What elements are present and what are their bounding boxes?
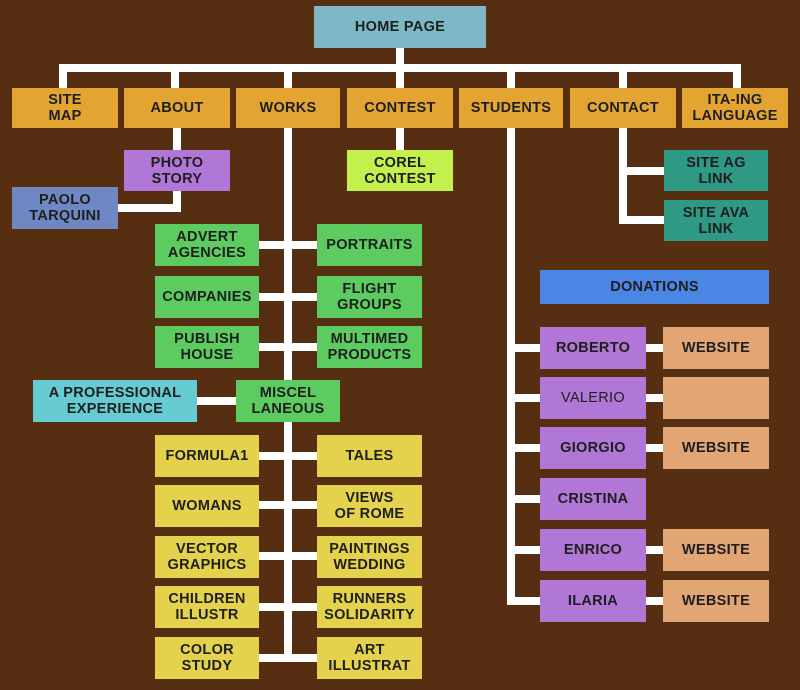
formula1-box[interactable]: FORMULA1 [155,435,259,477]
roberto-website-box[interactable]: WEBSITE [663,327,769,369]
student-cristina-box[interactable]: CRISTINA [540,478,646,520]
ilaria-website-box[interactable]: WEBSITE [663,580,769,622]
children-illustr-box[interactable]: CHILDREN ILLUSTR [155,586,259,628]
tales-box[interactable]: TALES [317,435,422,477]
enrico-website-box[interactable]: WEBSITE [663,529,769,571]
site-ag-link-box[interactable]: SITE AG LINK [664,150,768,191]
multimed-products-box[interactable]: MULTIMED PRODUCTS [317,326,422,368]
miscellaneous-box[interactable]: MISCEL LANEOUS [236,380,340,422]
contest-box[interactable]: CONTEST [347,88,453,128]
womans-box[interactable]: WOMANS [155,485,259,527]
site-map-box[interactable]: SITE MAP [12,88,118,128]
corel-contest-box[interactable]: COREL CONTEST [347,150,453,191]
art-illustrat-box[interactable]: ART ILLUSTRAT [317,637,422,679]
views-of-rome-box[interactable]: VIEWS OF ROME [317,485,422,527]
about-box[interactable]: ABOUT [124,88,230,128]
publish-house-box[interactable]: PUBLISH HOUSE [155,326,259,368]
student-valerio-box[interactable]: VALERIO [540,377,646,419]
works-box[interactable]: WORKS [236,88,340,128]
student-roberto-box[interactable]: ROBERTO [540,327,646,369]
student-enrico-box[interactable]: ENRICO [540,529,646,571]
professional-experience-box[interactable]: A PROFESSIONAL EXPERIENCE [33,380,197,422]
advert-agencies-box[interactable]: ADVERT AGENCIES [155,224,259,266]
photo-story-box[interactable]: PHOTO STORY [124,150,230,191]
student-ilaria-box[interactable]: ILARIA [540,580,646,622]
paintings-wedding-box[interactable]: PAINTINGS WEDDING [317,536,422,578]
donations-box[interactable]: DONATIONS [540,270,769,304]
giorgio-website-box[interactable]: WEBSITE [663,427,769,469]
valerio-website-box[interactable] [663,377,769,419]
runners-solidarity-box[interactable]: RUNNERS SOLIDARITY [317,586,422,628]
site-ava-link-box[interactable]: SITE AVA LINK [664,200,768,241]
vector-graphics-box[interactable]: VECTOR GRAPHICS [155,536,259,578]
home-page-box[interactable]: HOME PAGE [314,6,486,48]
flight-groups-box[interactable]: FLIGHT GROUPS [317,276,422,318]
portraits-box[interactable]: PORTRAITS [317,224,422,266]
companies-box[interactable]: COMPANIES [155,276,259,318]
contact-box[interactable]: CONTACT [570,88,676,128]
paolo-tarquini-box[interactable]: PAOLO TARQUINI [12,187,118,229]
student-giorgio-box[interactable]: GIORGIO [540,427,646,469]
language-box[interactable]: ITA-ING LANGUAGE [682,88,788,128]
color-study-box[interactable]: COLOR STUDY [155,637,259,679]
students-box[interactable]: STUDENTS [459,88,563,128]
